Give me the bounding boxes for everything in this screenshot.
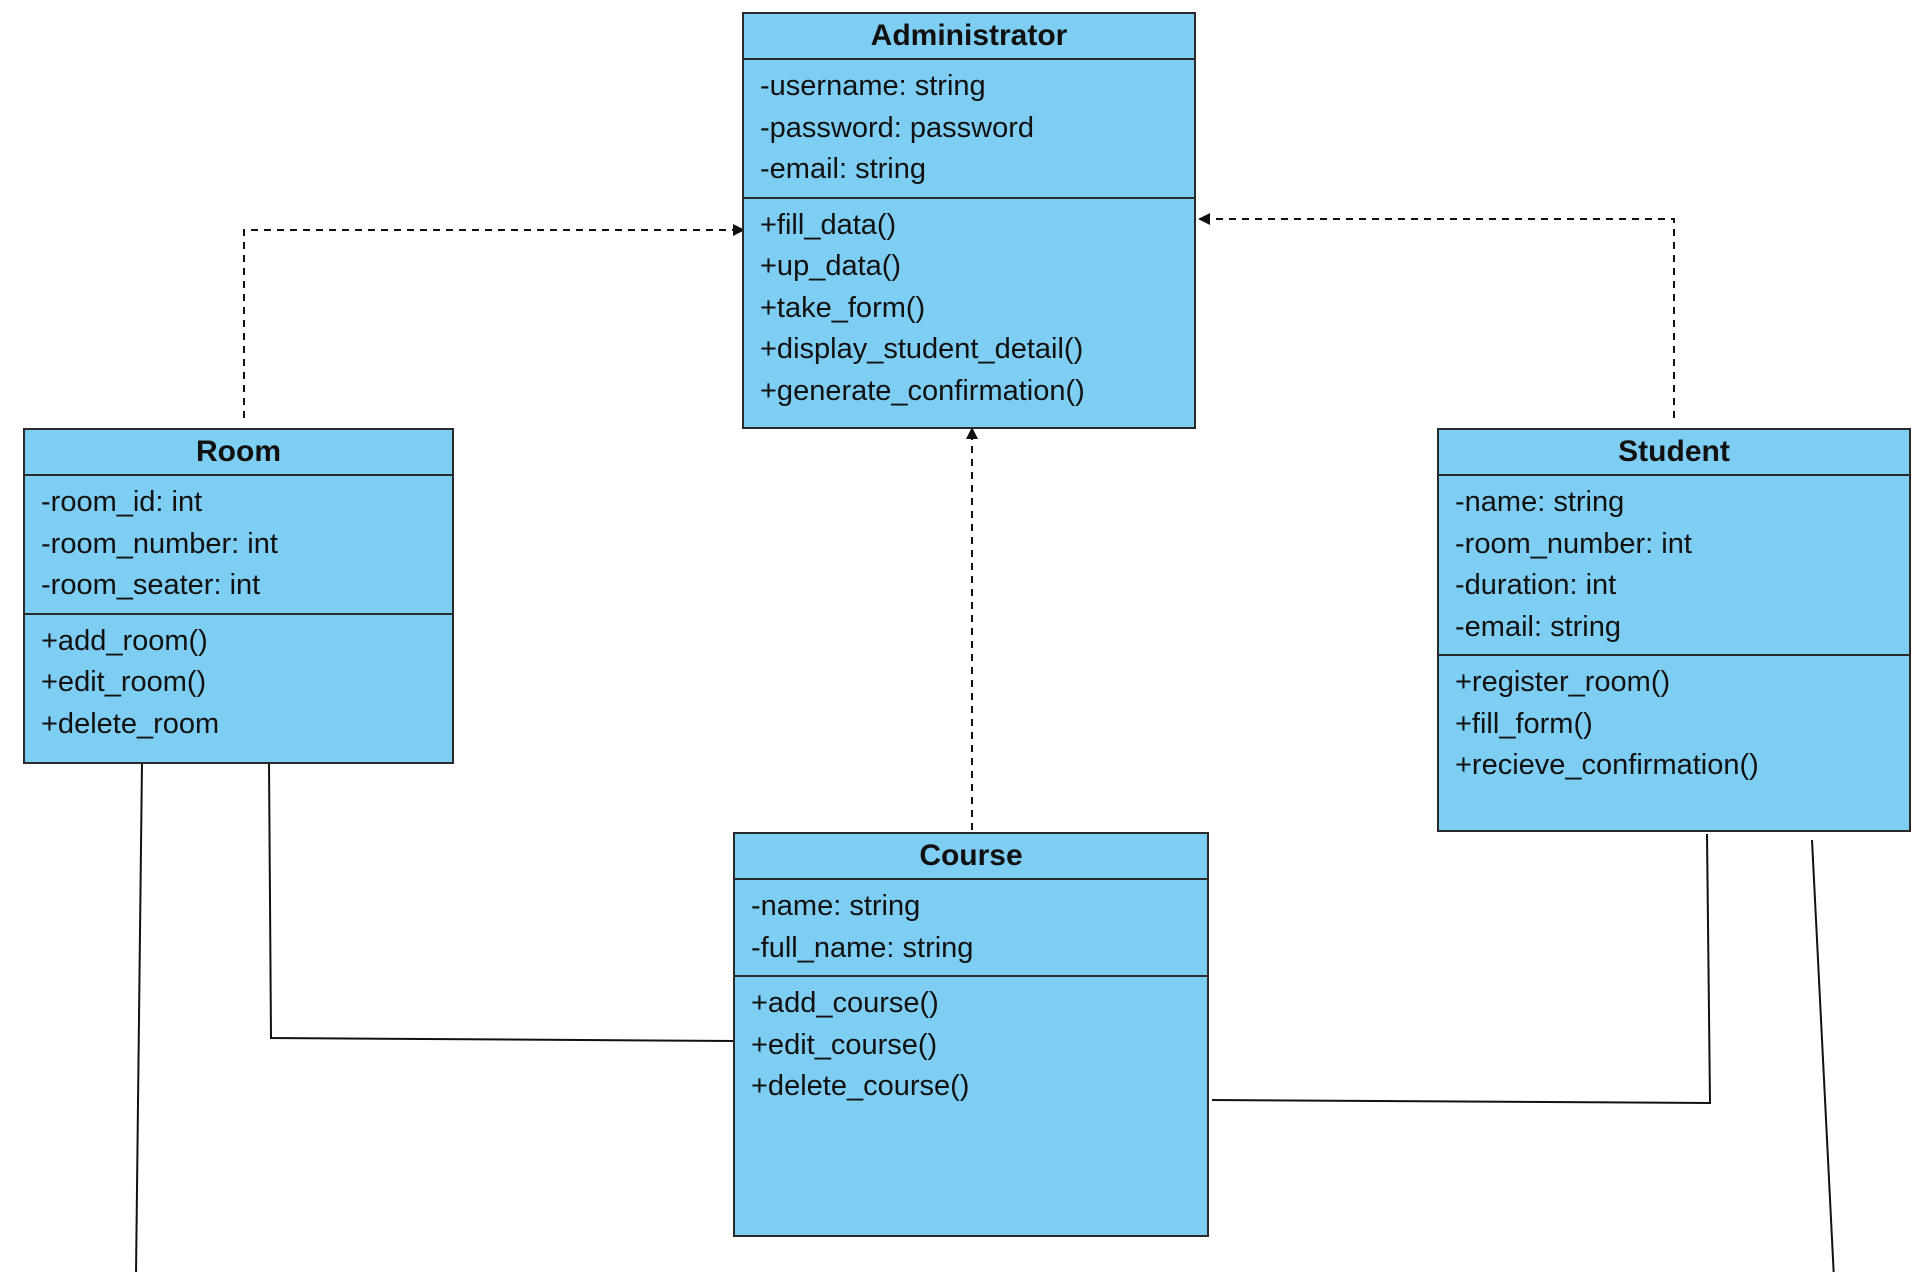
method: +fill_data() [760,208,897,241]
room-course-association [268,761,735,1042]
class-title: Student [1439,430,1909,476]
method: +recieve_confirmation() [1455,749,1759,781]
attribute: -email: string [1455,610,1621,643]
attribute: -room_id: int [41,486,203,518]
attribute: -room_number: int [1455,527,1692,560]
methods-section: +fill_data() +up_data() +take_form() +di… [744,199,1194,419]
methods-section: +add_room() +edit_room() +delete_room [25,615,452,752]
attributes-section: -room_id: int -room_number: int -room_se… [25,476,452,615]
method: +delete_course() [751,1070,970,1102]
attributes-section: -username: string -password: password -e… [744,60,1194,199]
attribute: -username: string [760,70,986,102]
method: +take_form() [760,291,926,324]
class-title: Course [735,834,1207,880]
class-title: Administrator [744,14,1194,60]
attribute: -name: string [751,890,921,922]
attribute: -room_number: int [41,527,278,560]
class-title: Room [25,430,452,476]
method: +generate_confirmation() [760,374,1085,407]
student-course-association [1211,833,1712,1105]
methods-section: +register_room() +fill_form() +recieve_c… [1439,656,1909,793]
method: +add_room() [41,624,208,657]
course-class[interactable]: Course -name: string -full_name: string … [733,832,1209,1237]
attribute: -room_seater: int [41,569,261,601]
methods-section: +add_course() +edit_course() +delete_cou… [735,977,1207,1114]
attribute: -name: string [1455,486,1625,518]
method: +up_data() [760,250,902,282]
attribute: -duration: int [1455,569,1617,601]
attribute: -password: password [760,111,1034,144]
room-to-administrator-dependency [243,224,745,418]
attribute: -full_name: string [751,931,974,964]
student-to-administrator-dependency [1198,213,1675,418]
method: +edit_course() [751,1028,938,1061]
student-class[interactable]: Student -name: string -room_number: int … [1437,428,1911,832]
method: +register_room() [1455,666,1671,698]
attribute: -email: string [760,153,926,185]
room-class[interactable]: Room -room_id: int -room_number: int -ro… [23,428,454,764]
method: +add_course() [751,987,939,1019]
method: +fill_form() [1455,707,1593,740]
attributes-section: -name: string -room_number: int -duratio… [1439,476,1909,656]
attributes-section: -name: string -full_name: string [735,880,1207,977]
method: +delete_room [41,707,220,740]
administrator-class[interactable]: Administrator -username: string -passwor… [742,12,1196,429]
method: +display_student_detail() [760,333,1084,365]
method: +edit_room() [41,666,207,698]
room-student-association [135,761,1835,1272]
